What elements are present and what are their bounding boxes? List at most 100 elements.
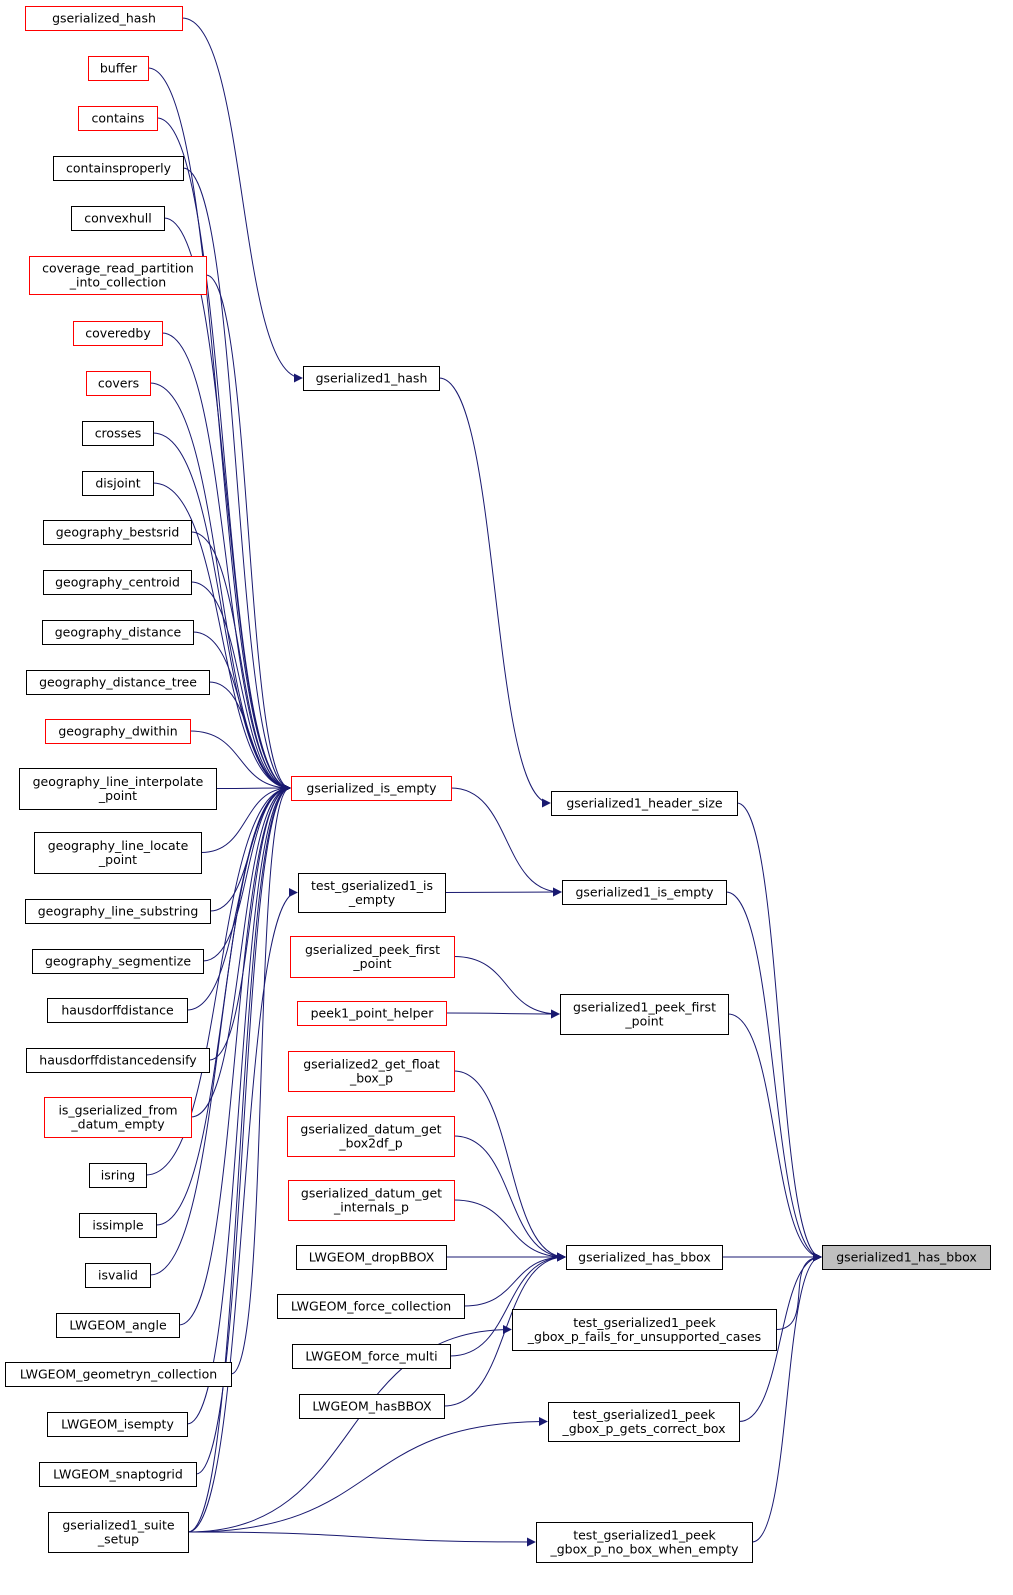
edge-LWGEOM-geometryn-collection-to-gserialized-is-empty bbox=[230, 783, 291, 1375]
node-gserialized-peek-first-point[interactable]: gserialized_peek_first_point bbox=[290, 936, 455, 978]
node-gserialized1-has-bbox[interactable]: gserialized1_has_bbox bbox=[822, 1245, 991, 1270]
node-label: _box_p bbox=[349, 1071, 393, 1086]
edge-gserialized1-peek-first-point-to-gserialized1-has-bbox bbox=[727, 1013, 822, 1262]
node-label: LWGEOM_isempty bbox=[61, 1417, 174, 1432]
node-issimple[interactable]: issimple bbox=[79, 1213, 157, 1238]
node-coverage-read[interactable]: coverage_read_partition_into_collection bbox=[29, 256, 207, 295]
node-label: geography_distance bbox=[55, 625, 182, 640]
node-gserialized1-header-size[interactable]: gserialized1_header_size bbox=[551, 791, 738, 816]
node-covers[interactable]: covers bbox=[86, 371, 151, 396]
node-box bbox=[19, 768, 217, 810]
node-geography-centroid[interactable]: geography_centroid bbox=[43, 570, 192, 595]
edge-test-peek-gbox-correct-to-gserialized1-has-bbox bbox=[738, 1252, 822, 1422]
node-LWGEOM-isempty[interactable]: LWGEOM_isempty bbox=[47, 1412, 188, 1437]
edge-containsproperly-to-gserialized-is-empty bbox=[182, 167, 291, 793]
node-label: _gbox_p_no_box_when_empty bbox=[550, 1542, 740, 1557]
node-gserialized2-get-float-box-p[interactable]: gserialized2_get_float_box_p bbox=[288, 1051, 455, 1092]
node-box bbox=[47, 1412, 188, 1437]
node-label: gserialized1_suite bbox=[62, 1518, 175, 1533]
node-label: gserialized_has_bbox bbox=[578, 1250, 711, 1265]
node-gserialized-hash[interactable]: gserialized_hash bbox=[25, 6, 183, 31]
node-isvalid[interactable]: isvalid bbox=[85, 1263, 151, 1288]
node-geography-line-interpolate[interactable]: geography_line_interpolate_point bbox=[19, 768, 217, 810]
node-label: _point bbox=[624, 1014, 663, 1029]
node-LWGEOM-geometryn-collection[interactable]: LWGEOM_geometryn_collection bbox=[5, 1362, 232, 1387]
node-contains[interactable]: contains bbox=[78, 106, 158, 131]
node-label: isvalid bbox=[98, 1268, 138, 1283]
node-LWGEOM-hasBBOX[interactable]: LWGEOM_hasBBOX bbox=[299, 1394, 445, 1419]
node-label: gserialized_peek_first bbox=[305, 942, 440, 957]
node-box bbox=[303, 366, 440, 391]
node-test-gserialized1-is-empty[interactable]: test_gserialized1_is_empty bbox=[298, 873, 446, 913]
node-box bbox=[548, 1402, 740, 1442]
node-geography-line-locate[interactable]: geography_line_locate_point bbox=[34, 832, 202, 874]
edge-gserialized1-hash-to-gserialized1-header-size bbox=[438, 377, 551, 808]
node-isring[interactable]: isring bbox=[89, 1163, 147, 1188]
node-box bbox=[26, 670, 210, 695]
node-gserialized1-suite-setup[interactable]: gserialized1_suite_setup bbox=[48, 1512, 189, 1553]
node-label: contains bbox=[92, 111, 145, 126]
node-box bbox=[39, 1462, 197, 1487]
node-LWGEOM-angle[interactable]: LWGEOM_angle bbox=[56, 1313, 180, 1338]
node-label: hausdorffdistance bbox=[61, 1003, 174, 1018]
edges-layer bbox=[145, 17, 822, 1547]
node-geography-distance-tree[interactable]: geography_distance_tree bbox=[26, 670, 210, 695]
node-test-peek-gbox-fails[interactable]: test_gserialized1_peek_gbox_p_fails_for_… bbox=[512, 1309, 777, 1351]
node-containsproperly[interactable]: containsproperly bbox=[53, 156, 184, 181]
node-label: buffer bbox=[100, 61, 138, 76]
node-box bbox=[297, 1001, 447, 1026]
node-label: gserialized1_hash bbox=[316, 371, 428, 386]
node-hausdorffdistancedensify[interactable]: hausdorffdistancedensify bbox=[26, 1048, 210, 1073]
node-gserialized1-is-empty[interactable]: gserialized1_is_empty bbox=[562, 880, 727, 905]
node-peek1-point-helper[interactable]: peek1_point_helper bbox=[297, 1001, 447, 1026]
node-label: _datum_empty bbox=[70, 1117, 165, 1132]
node-is-gserialized-from[interactable]: is_gserialized_from_datum_empty bbox=[44, 1097, 192, 1138]
node-gserialized-has-bbox[interactable]: gserialized_has_bbox bbox=[566, 1245, 723, 1270]
node-LWGEOM-force-multi[interactable]: LWGEOM_force_multi bbox=[292, 1344, 451, 1369]
node-gserialized-datum-get-internals-p[interactable]: gserialized_datum_get_internals_p bbox=[288, 1180, 455, 1221]
node-label: _internals_p bbox=[333, 1200, 409, 1215]
edge-geography-segmentize-to-gserialized-is-empty bbox=[202, 783, 291, 962]
node-box bbox=[5, 1362, 232, 1387]
node-box bbox=[34, 832, 202, 874]
node-gserialized-is-empty[interactable]: gserialized_is_empty bbox=[291, 776, 452, 801]
node-LWGEOM-force-collection[interactable]: LWGEOM_force_collection bbox=[277, 1294, 465, 1319]
node-gserialized1-hash[interactable]: gserialized1_hash bbox=[303, 366, 440, 391]
node-label: _gbox_p_gets_correct_box bbox=[561, 1421, 725, 1436]
node-LWGEOM-dropBBOX[interactable]: LWGEOM_dropBBOX bbox=[296, 1245, 447, 1270]
node-coveredby[interactable]: coveredby bbox=[73, 321, 163, 346]
node-label: LWGEOM_force_multi bbox=[305, 1349, 437, 1364]
node-geography-line-substring[interactable]: geography_line_substring bbox=[25, 899, 211, 924]
node-label: _box2df_p bbox=[338, 1136, 402, 1151]
node-label: _point bbox=[352, 956, 391, 971]
edge-LWGEOM-force-collection-to-gserialized-has-bbox bbox=[463, 1252, 566, 1307]
node-label: geography_dwithin bbox=[58, 724, 177, 739]
node-crosses[interactable]: crosses bbox=[82, 421, 154, 446]
node-label: covers bbox=[98, 376, 139, 391]
node-gserialized1-peek-first-point[interactable]: gserialized1_peek_first_point bbox=[560, 994, 729, 1035]
node-box bbox=[290, 936, 455, 978]
node-box bbox=[299, 1394, 445, 1419]
node-disjoint[interactable]: disjoint bbox=[82, 471, 154, 496]
node-label: LWGEOM_snaptogrid bbox=[53, 1467, 183, 1482]
node-hausdorffdistance[interactable]: hausdorffdistance bbox=[47, 998, 188, 1023]
node-buffer[interactable]: buffer bbox=[88, 56, 149, 81]
node-geography-bestsrid[interactable]: geography_bestsrid bbox=[43, 520, 192, 545]
node-label: gserialized1_peek_first bbox=[573, 1000, 716, 1015]
node-box bbox=[292, 1344, 451, 1369]
node-geography-dwithin[interactable]: geography_dwithin bbox=[45, 719, 191, 744]
node-geography-segmentize[interactable]: geography_segmentize bbox=[32, 949, 204, 974]
node-LWGEOM-snaptogrid[interactable]: LWGEOM_snaptogrid bbox=[39, 1462, 197, 1487]
node-label: geography_line_locate bbox=[48, 838, 189, 853]
node-label: LWGEOM_force_collection bbox=[291, 1299, 451, 1314]
node-label: geography_distance_tree bbox=[39, 675, 197, 690]
node-box bbox=[43, 570, 192, 595]
node-label: gserialized1_has_bbox bbox=[836, 1250, 977, 1265]
node-test-peek-gbox-correct[interactable]: test_gserialized1_peek_gbox_p_gets_corre… bbox=[548, 1402, 740, 1442]
node-geography-distance[interactable]: geography_distance bbox=[42, 620, 194, 645]
node-convexhull[interactable]: convexhull bbox=[71, 206, 165, 231]
node-test-peek-gbox-nobox[interactable]: test_gserialized1_peek_gbox_p_no_box_whe… bbox=[536, 1522, 753, 1563]
node-box bbox=[288, 1051, 455, 1092]
node-gserialized-datum-get-box2df-p[interactable]: gserialized_datum_get_box2df_p bbox=[287, 1116, 455, 1157]
